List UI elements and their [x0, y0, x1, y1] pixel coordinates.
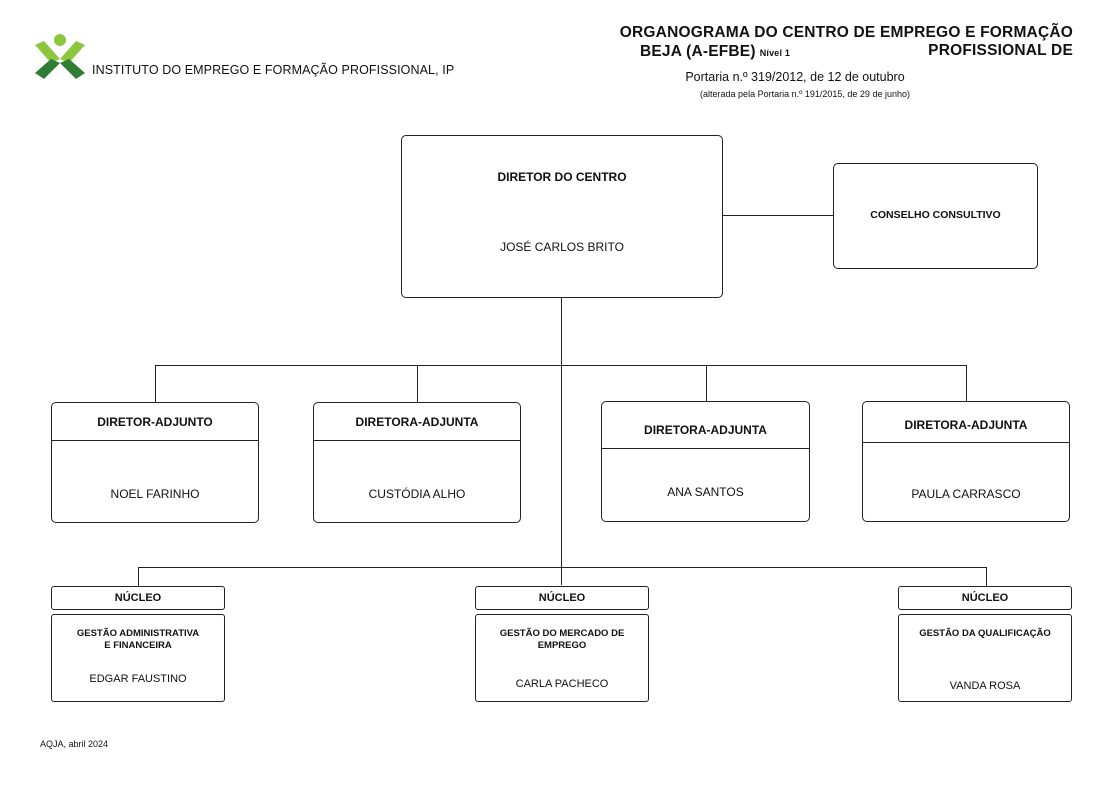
connector-deputy-2: [417, 365, 418, 402]
nucleo-header: NÚCLEO: [898, 586, 1072, 610]
nucleo-name-line1: GESTÃO DO MERCADO DE EMPREGO: [499, 628, 625, 651]
logo-leg-left: [35, 59, 60, 79]
org-name: INSTITUTO DO EMPREGO E FORMAÇÃO PROFISSI…: [92, 63, 455, 77]
connector-deputy-1: [155, 365, 156, 402]
nucleo-person: CARLA PACHECO: [515, 678, 609, 690]
deputy-divider: [314, 440, 520, 441]
deputy-name: PAULA CARRASCO: [911, 487, 1021, 501]
deputy-name: NOEL FARINHO: [110, 487, 200, 501]
page-title: ORGANOGRAMA DO CENTRO DE EMPREGO E FORMA…: [619, 24, 1073, 59]
logo-leg-right: [60, 59, 85, 79]
deputy-role: DIRETORA-ADJUNTA: [904, 418, 1028, 432]
deputy-role: DIRETORA-ADJUNTA: [644, 423, 767, 437]
iefp-logo: [35, 34, 85, 79]
nucleo-label: NÚCLEO: [961, 592, 1009, 604]
deputy-box: DIRETORA-ADJUNTA PAULA CARRASCO: [862, 401, 1070, 522]
director-role: DIRETOR DO CENTRO: [497, 170, 627, 184]
nucleo-person: EDGAR FAUSTINO: [89, 673, 187, 685]
nucleo-label: NÚCLEO: [538, 592, 586, 604]
connector-nucleo-3: [986, 567, 987, 586]
level-label: Nível 1: [759, 48, 791, 58]
deputy-box: DIRETOR-ADJUNTO NOEL FARINHO: [51, 402, 259, 523]
connector-deputies-bar: [155, 365, 966, 366]
deputy-role: DIRETOR-ADJUNTO: [97, 415, 213, 429]
connector-nucleos-bar: [138, 567, 986, 568]
deputy-divider: [52, 440, 258, 441]
deputy-role: DIRETORA-ADJUNTA: [355, 415, 479, 429]
nucleo-person: VANDA ROSA: [949, 680, 1021, 692]
council-box: CONSELHO CONSULTIVO: [833, 163, 1038, 269]
nucleo-box: GESTÃO DO MERCADO DE EMPREGO CARLA PACHE…: [475, 614, 649, 702]
connector-deputy-3: [706, 365, 707, 402]
alterada-text: (alterada pela Portaria n.º 191/2015, de…: [700, 89, 910, 99]
title-beja: BEJA (A-EFBE): [640, 43, 756, 60]
deputy-box: DIRETORA-ADJUNTA CUSTÓDIA ALHO: [313, 402, 521, 523]
director-box: DIRETOR DO CENTRO JOSÉ CARLOS BRITO: [401, 135, 723, 298]
council-label: CONSELHO CONSULTIVO: [870, 209, 1001, 221]
page-title-line2: BEJA (A-EFBE)Nível 1: [640, 43, 900, 61]
deputy-box: DIRETORA-ADJUNTA ANA SANTOS: [601, 401, 810, 522]
deputy-divider: [602, 448, 809, 449]
logo-arm-left: [35, 41, 60, 63]
connector-nucleo-1: [138, 567, 139, 586]
nucleo-header: NÚCLEO: [51, 586, 225, 610]
logo-head-dot: [54, 34, 66, 46]
footer-text: AQJA, abril 2024: [40, 739, 109, 749]
connector-deputy-4: [966, 365, 967, 402]
portaria-text: Portaria n.º 319/2012, de 12 de outubro: [685, 70, 905, 84]
nucleo-header: NÚCLEO: [475, 586, 649, 610]
deputy-name: ANA SANTOS: [667, 485, 744, 499]
logo-arm-right: [60, 41, 85, 63]
nucleo-label: NÚCLEO: [114, 592, 162, 604]
deputy-divider: [863, 442, 1069, 443]
deputy-name: CUSTÓDIA ALHO: [368, 487, 466, 501]
connector-director-council: [722, 215, 834, 216]
nucleo-box: GESTÃO DA QUALIFICAÇÃO VANDA ROSA: [898, 614, 1072, 702]
director-name: JOSÉ CARLOS BRITO: [500, 240, 624, 254]
connector-main-trunk: [561, 297, 562, 585]
nucleo-name-line1: GESTÃO ADMINISTRATIVA: [76, 628, 200, 639]
nucleo-name-line1: GESTÃO DA QUALIFICAÇÃO: [919, 628, 1051, 639]
nucleo-box: GESTÃO ADMINISTRATIVA E FINANCEIRA EDGAR…: [51, 614, 225, 702]
nucleo-name-line2: E FINANCEIRA: [104, 640, 172, 651]
